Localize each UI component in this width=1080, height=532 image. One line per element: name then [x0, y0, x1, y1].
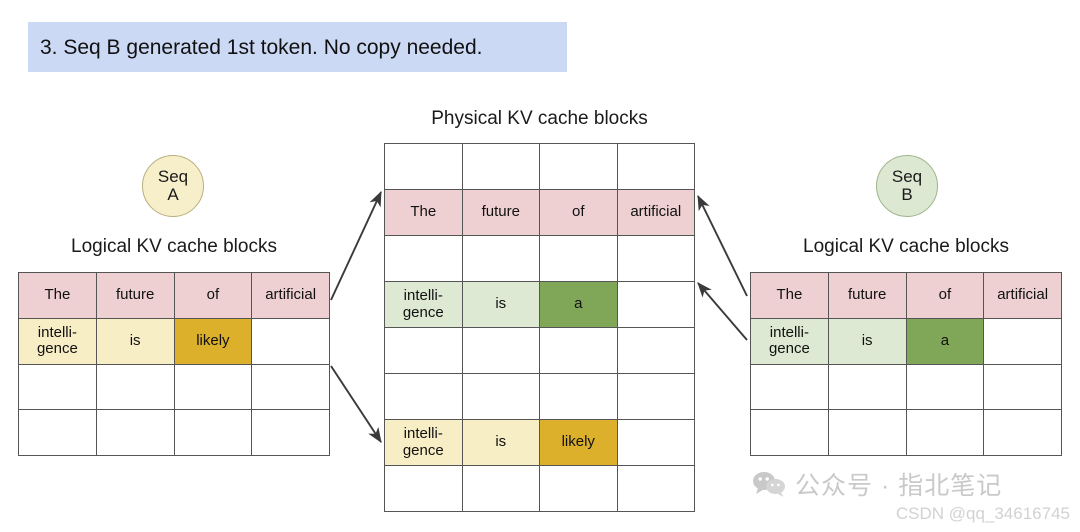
grid-cell-empty — [540, 374, 618, 420]
watermark: 公众号 · 指北笔记 CSDN @qq_34616745 — [752, 466, 1072, 526]
grid-cell-empty — [385, 236, 463, 282]
step-banner: 3. Seq B generated 1st token. No copy ne… — [28, 22, 567, 72]
grid-cell-empty — [385, 466, 463, 512]
grid-cell-empty — [984, 318, 1062, 365]
seq-a-label-line1: Seq — [157, 167, 189, 187]
left-pink-to-physical-pink — [330, 190, 382, 301]
seq-a-badge: Seq A — [142, 155, 204, 217]
physical-blocks-title: Physical KV cache blocks — [431, 108, 648, 129]
grid-cell-empty — [617, 328, 695, 374]
grid-cell-filled: of — [906, 273, 985, 319]
grid-cell-filled: of — [540, 190, 618, 236]
grid-cell-filled: is — [462, 420, 540, 466]
grid-cell-empty — [462, 144, 540, 190]
grid-cell-empty — [174, 364, 253, 411]
grid-cell-filled: intelli- gence — [385, 420, 463, 466]
grid-cell-filled: The — [19, 273, 97, 319]
grid-cell-filled: of — [174, 273, 253, 319]
grid-cell-filled: The — [751, 273, 829, 319]
grid-cell-empty — [617, 420, 695, 466]
grid-cell-empty — [617, 144, 695, 190]
grid-cell-filled: is — [462, 282, 540, 328]
grid-cell-empty — [385, 374, 463, 420]
grid-cell-empty — [828, 410, 907, 456]
left-yellow-to-physical-yellow — [330, 365, 382, 443]
grid-cell-empty — [174, 410, 253, 456]
grid-cell-empty — [984, 364, 1062, 411]
grid-cell-empty — [617, 236, 695, 282]
grid-cell-filled: intelli- gence — [751, 318, 829, 365]
grid-cell-empty — [540, 144, 618, 190]
grid-cell-empty — [385, 144, 463, 190]
right-green-to-physical-green — [697, 282, 748, 341]
right-pink-to-physical-pink — [697, 194, 748, 297]
grid-cell-empty — [19, 410, 97, 456]
grid-cell-filled: likely — [174, 318, 253, 365]
grid-cell-empty — [96, 364, 175, 411]
grid-cell-empty — [252, 318, 330, 365]
grid-cell-empty — [984, 410, 1062, 456]
watermark-main-text: 公众号 · 指北笔记 — [795, 472, 1003, 500]
grid-cell-filled: intelli- gence — [19, 318, 97, 365]
logical-blocks-title-right: Logical KV cache blocks — [803, 236, 1009, 257]
grid-cell-empty — [540, 466, 618, 512]
grid-cell-empty — [751, 410, 829, 456]
grid-cell-empty — [462, 328, 540, 374]
grid-cell-filled: likely — [540, 420, 618, 466]
grid-cell-empty — [540, 328, 618, 374]
grid-cell-filled: artificial — [252, 273, 330, 319]
seq-b-label-line1: Seq — [891, 167, 923, 187]
grid-cell-filled: a — [906, 318, 985, 365]
seq-a-label-line2: A — [167, 185, 179, 204]
seq-b-badge: Seq B — [876, 155, 938, 217]
grid-cell-empty — [751, 364, 829, 411]
grid-cell-filled: artificial — [617, 190, 695, 236]
grid-cell-filled: future — [96, 273, 175, 319]
grid-cell-empty — [617, 374, 695, 420]
grid-cell-empty — [617, 282, 695, 328]
grid-cell-filled: future — [462, 190, 540, 236]
step-banner-text: 3. Seq B generated 1st token. No copy ne… — [40, 35, 483, 59]
grid-cell-filled: artificial — [984, 273, 1062, 319]
grid-cell-empty — [906, 410, 985, 456]
seq-b-label-line2: B — [901, 185, 913, 204]
grid-cell-empty — [617, 466, 695, 512]
grid-cell-filled: intelli- gence — [385, 282, 463, 328]
grid-cell-empty — [906, 364, 985, 411]
grid-cell-filled: The — [385, 190, 463, 236]
grid-cell-empty — [462, 236, 540, 282]
watermark-sub-text: CSDN @qq_34616745 — [895, 504, 1070, 523]
grid-cell-empty — [828, 364, 907, 411]
grid-cell-empty — [252, 410, 330, 456]
wechat-icon — [753, 472, 785, 497]
grid-cell-empty — [96, 410, 175, 456]
grid-cell-empty — [462, 466, 540, 512]
logical-blocks-title-left: Logical KV cache blocks — [71, 236, 277, 257]
grid-cell-empty — [19, 364, 97, 411]
grid-cell-empty — [252, 364, 330, 411]
grid-cell-filled: a — [540, 282, 618, 328]
grid-cell-empty — [385, 328, 463, 374]
grid-cell-filled: is — [96, 318, 175, 365]
grid-cell-empty — [540, 236, 618, 282]
grid-cell-filled: is — [828, 318, 907, 365]
grid-cell-filled: future — [828, 273, 907, 319]
grid-cell-empty — [462, 374, 540, 420]
